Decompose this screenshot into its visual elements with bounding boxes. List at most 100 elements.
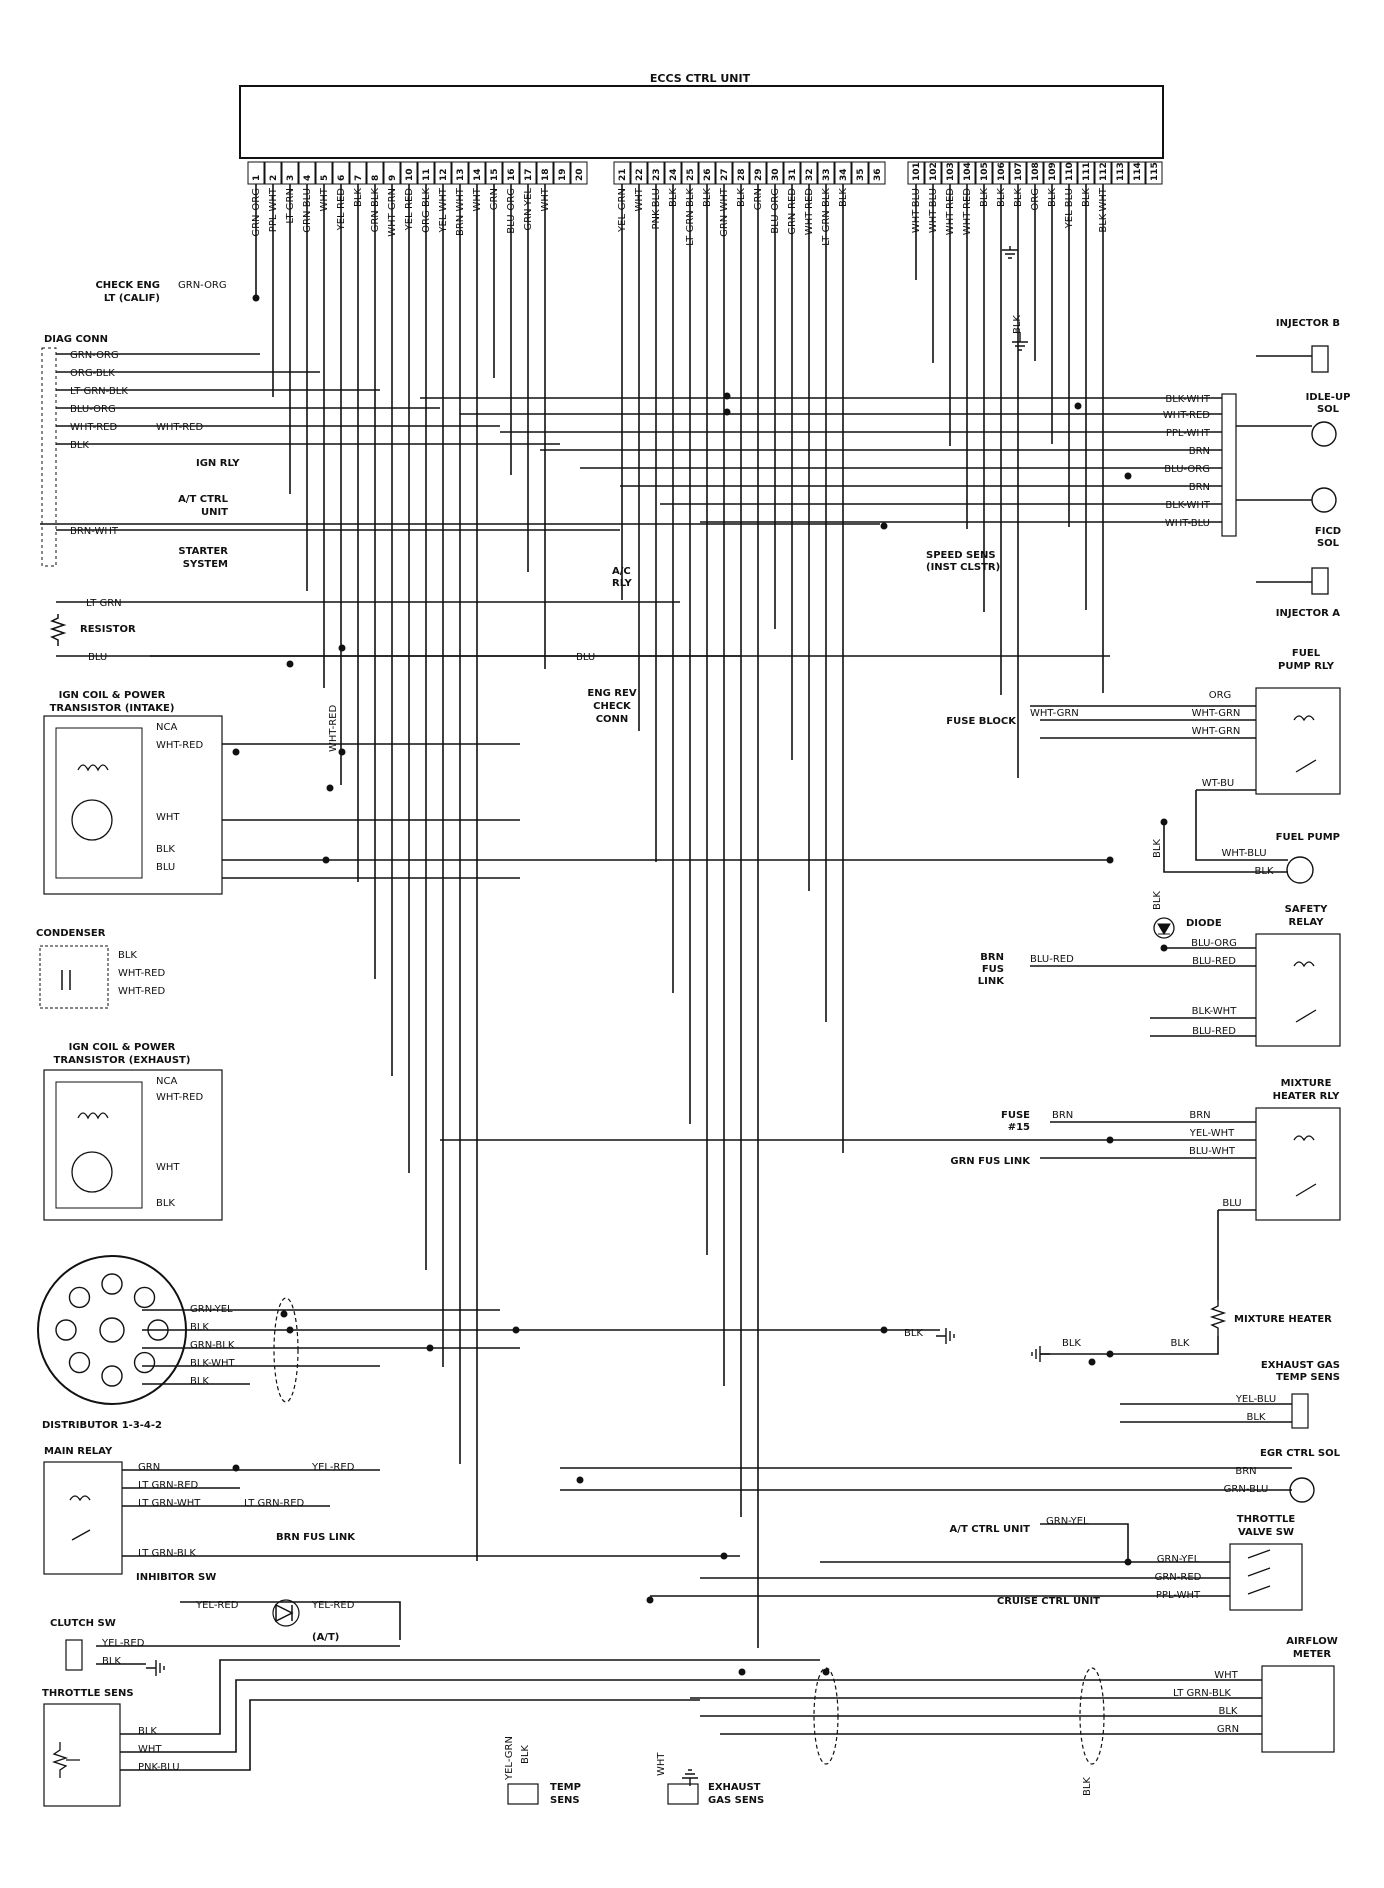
fuel-pump-label: FUEL PUMP bbox=[1276, 832, 1340, 843]
distributor-terminal bbox=[133, 1286, 156, 1309]
mix-rly-label-2: HEATER RLY bbox=[1273, 1091, 1341, 1102]
ground-icon-4 bbox=[1031, 1346, 1050, 1362]
ecu-pin-box bbox=[434, 161, 452, 185]
ecu-pin-box bbox=[834, 161, 852, 185]
fp-blk: BLK bbox=[1255, 866, 1274, 877]
ficd-sol bbox=[1311, 487, 1337, 513]
ecu-pin-box bbox=[349, 161, 367, 185]
ecu-pin-box bbox=[451, 161, 469, 185]
af-lt-grn-blk: LT GRN-BLK bbox=[1173, 1688, 1231, 1699]
ecu-pin-number: 18 bbox=[541, 168, 551, 181]
ecu-pin-number: 20 bbox=[575, 168, 585, 181]
ecu-wire-color: BLK bbox=[838, 188, 849, 207]
ac-rly-label-2: RLY bbox=[612, 578, 633, 589]
splice-dot bbox=[720, 1552, 728, 1560]
intake-nca: NCA bbox=[156, 722, 177, 733]
main-yel-red: YEL-RED bbox=[311, 1462, 355, 1473]
ecu-pin-box bbox=[1060, 161, 1078, 185]
splice-dot bbox=[880, 1326, 888, 1334]
ecu-pin-box bbox=[783, 161, 801, 185]
temp-sens-label: TEMP bbox=[550, 1782, 581, 1793]
ecu-pin-box bbox=[817, 161, 835, 185]
intake-blk: BLK bbox=[156, 844, 175, 855]
mh-blk-1: BLK bbox=[1062, 1338, 1081, 1349]
ecu-pin-number: 14 bbox=[473, 168, 483, 181]
at-ctrl-label-2: UNIT bbox=[201, 507, 228, 518]
ecu-pin-box bbox=[366, 161, 384, 185]
fpr-switch bbox=[1295, 759, 1317, 773]
splice-dot bbox=[252, 294, 260, 302]
airflow-label: AIRFLOW bbox=[1286, 1636, 1338, 1647]
ecu-pin-number: 111 bbox=[1082, 162, 1092, 181]
ecu-pin-number: 5 bbox=[320, 175, 330, 181]
ign-rly-label: IGN RLY bbox=[196, 458, 240, 469]
ecu-wire-color: WHT-GRN bbox=[387, 188, 398, 237]
inj-wire-2: WHT-RED bbox=[1163, 410, 1210, 421]
blk-vert-1: BLK bbox=[1152, 839, 1163, 858]
ecu-pin-number: 109 bbox=[1048, 162, 1058, 181]
wire bbox=[180, 1601, 401, 1640]
diag-conn-body bbox=[41, 347, 57, 567]
ecu-pin-number: 17 bbox=[524, 168, 534, 181]
ecu-pin-number: 2 bbox=[269, 175, 279, 181]
cruise-label: CRUISE CTRL UNIT bbox=[997, 1596, 1100, 1607]
ecu-wire-color: WHT-RED bbox=[962, 188, 973, 235]
ecu-wire-color: WHT bbox=[319, 187, 330, 211]
throttle-valve-switch: A/T CTRL UNIT GRN-YEL THROTTLE VALVE SW … bbox=[950, 1514, 1303, 1611]
ign-intake-box bbox=[43, 715, 223, 895]
diode-circle bbox=[1153, 917, 1175, 939]
ecu-pin-number: 114 bbox=[1133, 162, 1143, 181]
ecu-pin-box bbox=[924, 161, 942, 185]
resistor-symbol bbox=[49, 614, 67, 646]
distributor-cap bbox=[37, 1255, 187, 1405]
exh-temp-label-2: TEMP SENS bbox=[1276, 1372, 1340, 1383]
ecu-pin-box bbox=[298, 161, 316, 185]
intake-blu: BLU bbox=[156, 862, 175, 873]
ign-intake-title: IGN COIL & POWER bbox=[59, 690, 166, 701]
ficd-label: FICD bbox=[1315, 526, 1341, 537]
ground-icon-2 bbox=[1002, 246, 1018, 259]
exh-blk: BLK bbox=[156, 1198, 175, 1209]
ground-icon-3 bbox=[936, 1328, 955, 1344]
ign-exh-title-2: TRANSISTOR (EXHAUST) bbox=[54, 1055, 191, 1066]
fuel-pump-relay: FUEL PUMP RLY FUSE BLOCK WHT-GRN ORG WHT… bbox=[946, 648, 1341, 795]
ecu-pin-box bbox=[1128, 161, 1146, 185]
dist-grn-yel: GRN-YEL bbox=[190, 1304, 233, 1315]
tv-switch-contacts bbox=[1247, 1549, 1271, 1595]
splice-dot bbox=[1106, 1350, 1114, 1358]
ecu-pin-box bbox=[613, 161, 631, 185]
ecu-pin-number: 27 bbox=[720, 168, 730, 181]
splice-dot bbox=[1160, 944, 1168, 952]
main-relay-label: MAIN RELAY bbox=[44, 1446, 113, 1457]
at-ctrl-2-label: A/T CTRL UNIT bbox=[950, 1524, 1031, 1535]
ecu-wire-color: BLK bbox=[996, 188, 1007, 207]
safety-label-2: RELAY bbox=[1289, 917, 1325, 928]
ecu-pin-number: 110 bbox=[1065, 162, 1075, 181]
main-lt-grn-wht: LT GRN-WHT bbox=[138, 1498, 201, 1509]
ecu-pin-box bbox=[1026, 161, 1044, 185]
exh-gas-label-2: GAS SENS bbox=[708, 1795, 764, 1806]
ecu-pin-number: 32 bbox=[805, 168, 815, 181]
ecu-wire-color: BLK-WHT bbox=[1098, 187, 1109, 233]
ecu-wire-color: GRN-ORG bbox=[251, 188, 262, 237]
eng-rev-label-3: CONN bbox=[596, 714, 629, 725]
ecu-wire-color: YEL-GRN bbox=[617, 188, 628, 233]
diag-wire-3: LT GRN-BLK bbox=[70, 386, 128, 397]
cond-blk: BLK bbox=[118, 950, 137, 961]
relay-coil-icon bbox=[69, 1495, 91, 1502]
tv-grn-yel-2: GRN-YEL bbox=[1157, 1554, 1200, 1565]
check-eng-label-2: LT (CALIF) bbox=[104, 293, 160, 304]
ecu-pin-number: 112 bbox=[1099, 162, 1109, 181]
ecu-wire-color: GRN-WHT bbox=[719, 187, 730, 237]
af-grn: GRN bbox=[1217, 1724, 1239, 1735]
shield-ellipse-3 bbox=[1079, 1667, 1105, 1765]
temp-sens-label-2: SENS bbox=[550, 1795, 580, 1806]
splice-dot bbox=[1074, 402, 1082, 410]
splice-dot bbox=[426, 1344, 434, 1352]
ecu-pin-number: 4 bbox=[303, 175, 313, 181]
ecu-wire-color: YEL-RED bbox=[404, 188, 415, 232]
cond-wht-red: WHT-RED bbox=[118, 968, 165, 979]
ecu-pin-box bbox=[1094, 161, 1112, 185]
ecu-wire-color: BLK bbox=[979, 188, 990, 207]
exh-gas-body bbox=[667, 1783, 699, 1805]
